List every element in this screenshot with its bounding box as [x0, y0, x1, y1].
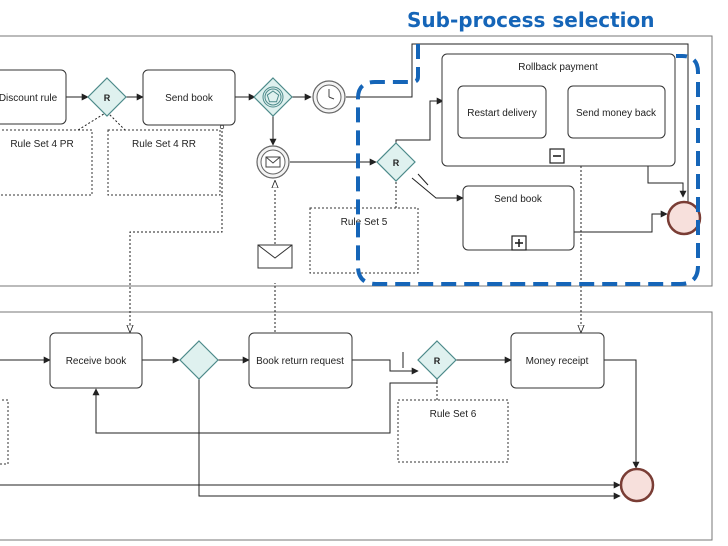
- task-discount-rule-label: Discount rule: [0, 93, 58, 104]
- gateway-rule-lower[interactable]: [417, 340, 457, 380]
- flow-r6-loop-back: [92, 379, 438, 434]
- event-gateway-inner-ring-icon: [264, 88, 282, 106]
- envelope-icon: [265, 156, 281, 168]
- default-flow-slash: [417, 173, 429, 186]
- task-book-return-request-label: Book return request: [256, 356, 344, 367]
- annotation-rule-set-5-text: Rule Set 5: [341, 217, 388, 228]
- flow-money-to-end: [604, 359, 640, 469]
- flow-r-to-send-book-subprocess: [411, 177, 464, 202]
- lower-pool: [0, 311, 713, 541]
- flow-timer-outer: [346, 43, 689, 198]
- end-event-upper[interactable]: [666, 200, 702, 236]
- annotation-rule-set-4pr-text: Rule Set 4 PR: [10, 139, 73, 150]
- message-envelope-icon: [257, 244, 293, 269]
- gateway-rule-marker-2: R: [393, 158, 400, 168]
- task-send-money-back[interactable]: [567, 85, 666, 139]
- flow-gateway-to-end: [198, 378, 621, 500]
- task-receive-book[interactable]: [49, 332, 143, 389]
- message-envelope-flap-icon: [257, 244, 293, 259]
- task-book-return-request[interactable]: [248, 332, 353, 389]
- message-flow-send-to-receive: [130, 127, 222, 332]
- annotation-rule-set-4rr: [107, 129, 221, 196]
- subprocess-selection-outline: [356, 44, 700, 286]
- assoc-gateway-ruleset4rr: [106, 111, 126, 131]
- end-event-lower[interactable]: [619, 467, 655, 503]
- gateway-rule-upper-left[interactable]: [87, 77, 127, 117]
- event-gateway-outer-ring-icon: [262, 86, 284, 108]
- annotation-rule-set-4rr-text: Rule Set 4 RR: [132, 139, 196, 150]
- annotation-rule-set-5: [309, 207, 419, 274]
- annotation-rule-set-6: [397, 399, 509, 463]
- task-send-book-label: Send book: [165, 93, 214, 104]
- subprocess-send-book-label: Send book: [494, 194, 543, 205]
- annotation-rule-set-4pr: [0, 129, 93, 196]
- pentagon-icon: [266, 90, 280, 103]
- task-restart-delivery[interactable]: [457, 85, 547, 139]
- gateway-lower-left[interactable]: [179, 340, 219, 380]
- envelope-flap-icon: [265, 156, 281, 164]
- subprocess-rollback-label: Rollback payment: [518, 62, 598, 73]
- annotation-rule-set-6-text: Rule Set 6: [430, 409, 477, 420]
- gateway-rule-upper-right[interactable]: [376, 142, 416, 182]
- task-send-money-back-label: Send money back: [576, 108, 657, 119]
- assoc-gateway-ruleset4pr: [77, 111, 108, 131]
- task-money-receipt[interactable]: [510, 332, 605, 389]
- task-money-receipt-label: Money receipt: [526, 356, 589, 367]
- flow-return-to-r6: [352, 359, 419, 375]
- gateway-rule-marker-3: R: [434, 356, 441, 366]
- task-restart-delivery-label: Restart delivery: [467, 108, 536, 119]
- upper-pool: [0, 35, 713, 287]
- clock-hand-hour: [328, 96, 335, 100]
- task-discount-rule[interactable]: [0, 69, 67, 125]
- gateway-rule-marker-1: R: [104, 93, 111, 103]
- page-title: Sub-process selection: [407, 8, 655, 32]
- flow-rollback-to-end: [647, 165, 687, 198]
- task-receive-book-label: Receive book: [66, 356, 128, 367]
- flow-send-book-to-end: [574, 210, 668, 233]
- event-gateway[interactable]: [253, 77, 293, 117]
- task-send-book[interactable]: [142, 69, 236, 126]
- flow-r-to-rollback: [395, 97, 444, 143]
- annotation-left-partial: [0, 399, 9, 465]
